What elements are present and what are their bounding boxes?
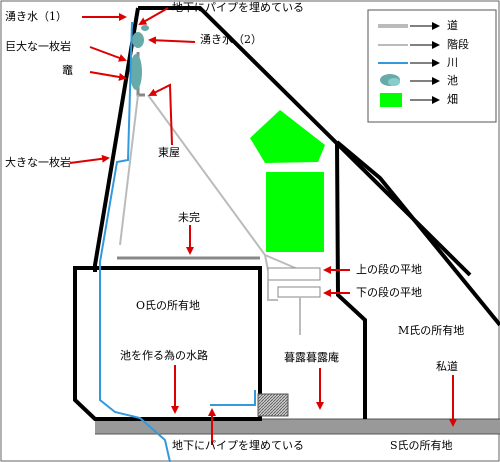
annotation-arrows (69, 7, 457, 445)
legend-label-stairs: 階段 (447, 38, 469, 51)
o-owner-plot (73, 266, 262, 421)
giant-rock-pond (130, 54, 142, 90)
label-pipe-bottom: 地下にパイプを埋めている (172, 439, 304, 452)
river-line (99, 21, 171, 462)
label-mikan: 未完 (178, 211, 200, 224)
label-pipe-top: 地下にパイプを埋めている (172, 1, 304, 14)
label-kamado: 竈 (62, 64, 73, 77)
boroan-hut (257, 393, 289, 417)
river-branch (210, 390, 256, 406)
label-o-owner-land: O氏の所有地 (136, 299, 201, 312)
label-upper-terrace: 上の段の平地 (356, 263, 422, 276)
label-large-rock: 大きな一枚岩 (5, 156, 71, 169)
label-giant-rock: 巨大な一枚岩 (5, 40, 71, 53)
lower-terrace (277, 286, 321, 298)
label-waterway: 池を作る為の水路 (120, 349, 208, 362)
field-icon (380, 93, 402, 107)
stairs-left (119, 94, 139, 246)
label-boroan: 暮露暮露庵 (284, 351, 339, 364)
label-m-owner-land: M氏の所有地 (398, 324, 465, 337)
label-s-owner-land: S氏の所有地 (390, 439, 453, 452)
legend-label-field: 畑 (447, 93, 458, 106)
label-lower-terrace: 下の段の平地 (356, 286, 422, 299)
private-road-band (95, 419, 500, 434)
spring-2-pond (132, 32, 144, 48)
label-azumaya: 東屋 (158, 146, 180, 159)
legend-label-pond: 池 (447, 74, 458, 87)
label-private-road: 私道 (436, 360, 458, 373)
pond-icon (380, 74, 400, 86)
label-spring-2: 湧き水（2） (200, 33, 262, 46)
m-owner-plot-boundary (335, 140, 500, 419)
upper-terrace (267, 267, 321, 281)
legend-label-river: 川 (447, 56, 458, 69)
field-lower (266, 172, 324, 252)
field-upper (250, 110, 325, 163)
label-spring-1: 湧き水（1） (5, 10, 67, 23)
legend-label-road: 道 (447, 19, 458, 32)
